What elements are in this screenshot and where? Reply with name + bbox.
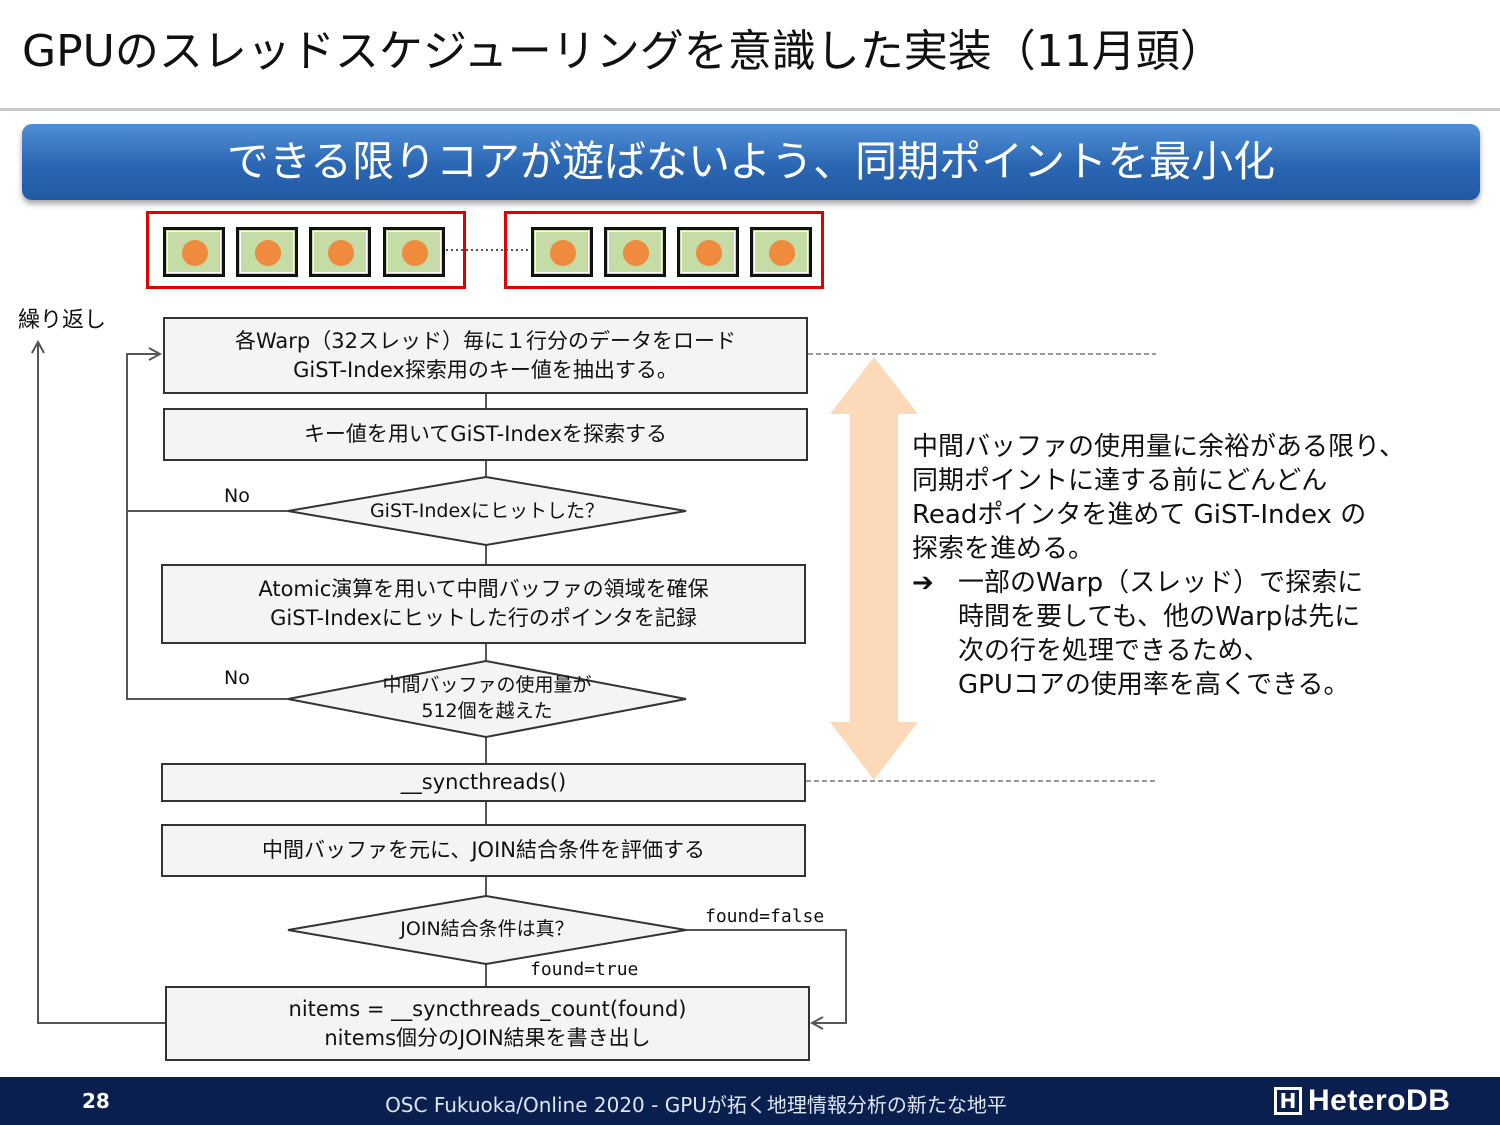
- note-bullet-line-4: GPUコアの使用率を高くできる。: [958, 670, 1350, 700]
- thread-block: [750, 227, 812, 277]
- thread-block: [163, 227, 225, 277]
- thread-block: [677, 227, 739, 277]
- step-search-index-text: キー値を用いてGiST-Indexを探索する: [303, 422, 668, 446]
- note-bullet-line-1: 一部のWarp（スレッド）で探索に: [958, 568, 1364, 598]
- repeat-label: 繰り返し: [18, 308, 107, 333]
- decision-index-hit-no-label: No: [224, 485, 250, 507]
- thread-block: [531, 227, 593, 277]
- note-line-1: 中間バッファの使用量に余裕がある限り、: [912, 432, 1405, 462]
- note-bullet-line-3: 次の行を処理できるため、: [958, 636, 1270, 666]
- logo-mark-icon: H: [1274, 1087, 1302, 1115]
- step-write-results-line1: nitems = __syncthreads_count(found): [288, 996, 687, 1021]
- step-atomic-alloc: Atomic演算を用いて中間バッファの領域を確保 GiST-Indexにヒットし…: [161, 564, 806, 644]
- step-atomic-alloc-line1: Atomic演算を用いて中間バッファの領域を確保: [258, 577, 709, 601]
- title-divider: [0, 108, 1500, 111]
- note-bullet: ➔ 一部のWarp（スレッド）で探索に 時間を要しても、他のWarpは先に 次の…: [912, 566, 1405, 702]
- thread-block: [383, 227, 445, 277]
- span-double-arrow: [830, 357, 918, 780]
- step-syncthreads: __syncthreads(): [161, 763, 806, 802]
- thread-dot: [328, 240, 354, 266]
- step-search-index: キー値を用いてGiST-Indexを探索する: [163, 408, 808, 461]
- decision-index-hit-text: GiST-Indexにヒットした？: [369, 500, 605, 522]
- warp-group-1: [146, 211, 466, 289]
- step-write-results: nitems = __syncthreads_count(found) nite…: [165, 986, 810, 1061]
- decision-diamond-3: [287, 894, 687, 966]
- thread-dot: [402, 240, 428, 266]
- footer-caption: OSC Fukuoka/Online 2020 - GPUが拓く地理情報分析の新…: [385, 1093, 1007, 1117]
- warp-group-2: [504, 211, 824, 289]
- slide-title: GPUのスレッドスケジューリングを意識した実装（11月頭）: [22, 26, 1224, 77]
- step-atomic-alloc-line2: GiST-Indexにヒットした行のポインタを記録: [270, 606, 697, 630]
- thread-dot: [255, 240, 281, 266]
- thread-block: [236, 227, 298, 277]
- thread-dot: [182, 240, 208, 266]
- decision-buffer-full-no-label: No: [224, 667, 250, 689]
- step-syncthreads-text: __syncthreads(): [400, 770, 567, 794]
- found-true-label: found=true: [530, 959, 639, 980]
- decision-join-true-text: JOIN結合条件は真？: [400, 918, 574, 940]
- decision-diamond-2: [287, 659, 687, 739]
- page-number: 28: [82, 1089, 110, 1113]
- thread-dot: [550, 240, 576, 266]
- thread-block: [604, 227, 666, 277]
- thread-dot: [769, 240, 795, 266]
- logo-text: HeteroDB: [1308, 1084, 1451, 1117]
- step-load-row-line2: GiST-Index探索用のキー値を抽出する。: [293, 357, 678, 382]
- step-evaluate-join: 中間バッファを元に、JOIN結合条件を評価する: [161, 824, 806, 877]
- step-write-results-line2: nitems個分のJOIN結果を書き出し: [324, 1025, 651, 1050]
- note-line-4: 探索を進める。: [912, 534, 1095, 564]
- step-load-row: 各Warp（32スレッド）毎に１行分のデータをロード GiST-Index探索用…: [163, 317, 808, 394]
- thread-dot: [696, 240, 722, 266]
- thread-block: [309, 227, 371, 277]
- step-evaluate-join-text: 中間バッファを元に、JOIN結合条件を評価する: [262, 838, 705, 862]
- note-line-2: 同期ポイントに達する前にどんどん: [912, 466, 1328, 496]
- heterodb-logo: H HeteroDB: [1274, 1084, 1450, 1118]
- thread-dot: [623, 240, 649, 266]
- decision-buffer-full-line2: 512個を越えた: [421, 700, 553, 722]
- explanation-note: 中間バッファの使用量に余裕がある限り、 同期ポイントに達する前にどんどん Rea…: [912, 430, 1405, 702]
- found-false-label: found=false: [705, 906, 825, 927]
- headline-banner: できる限りコアが遊ばないよう、同期ポイントを最小化: [22, 124, 1480, 200]
- note-line-3: Readポインタを進めて GiST-Index の: [912, 500, 1367, 530]
- decision-diamond-1: [287, 475, 687, 547]
- step-load-row-line1: 各Warp（32スレッド）毎に１行分のデータをロード: [235, 328, 736, 353]
- footer-bar: 28 OSC Fukuoka/Online 2020 - GPUが拓く地理情報分…: [0, 1077, 1500, 1125]
- note-bullet-line-2: 時間を要しても、他のWarpは先に: [958, 602, 1361, 632]
- decision-buffer-full-line1: 中間バッファの使用量が: [382, 674, 592, 696]
- decision-buffer-full-text: 中間バッファの使用量が 512個を越えた: [288, 672, 686, 724]
- arrow-right-icon: ➔: [912, 568, 934, 598]
